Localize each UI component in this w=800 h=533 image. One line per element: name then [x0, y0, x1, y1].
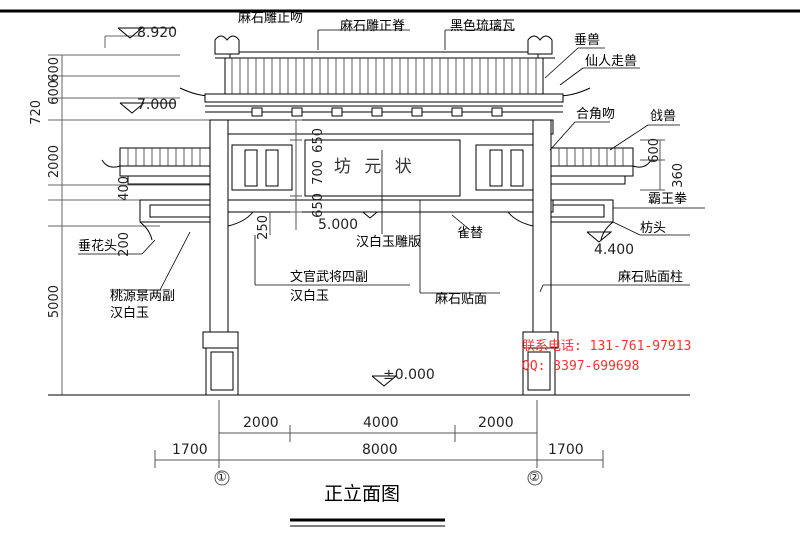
label-queti: 雀替 [457, 226, 484, 241]
dim-400: 400 [117, 176, 132, 201]
main-roof [179, 35, 591, 117]
leader-lines [78, 29, 705, 294]
label-mashi-zhu: 麻石贴面柱 [618, 270, 684, 285]
label-taoyuan-1: 桃源景两副 [110, 289, 176, 304]
elevation-top: 8.920 [137, 25, 178, 41]
dim-720: 720 [29, 100, 44, 125]
elevation-eave: 7.000 [137, 97, 178, 113]
plaque-text: 坊 元 状 [334, 157, 416, 177]
contact-qq: QQ: 3397-699698 [522, 359, 640, 374]
dim-650-a: 650 [311, 128, 326, 153]
label-wenguan-2: 汉白玉 [290, 289, 330, 304]
label-fangtou: 枋头 [640, 221, 667, 236]
dim-bottom-2000-left: 2000 [243, 415, 279, 431]
dim-5000: 5000 [47, 285, 62, 319]
label-hanbaiyu-board: 汉白玉雕版 [356, 235, 422, 250]
elevation-beam: 5.000 [318, 217, 359, 233]
label-wenguan-1: 文官武将四副 [290, 270, 369, 285]
drawing-title: 正立面图 [324, 483, 401, 505]
label-chuihuatou: 垂花头 [78, 239, 118, 254]
dim-360-right: 360 [671, 163, 686, 188]
right-dimension-lines [640, 139, 665, 191]
label-chiwen-top: 麻石雕止吻 [238, 11, 304, 26]
dim-600-a: 600 [47, 57, 62, 82]
dim-650-b: 650 [311, 193, 326, 218]
dim-bottom-8000: 8000 [362, 442, 398, 458]
middle-dimension-lines [269, 119, 302, 235]
right-side-roof [542, 147, 652, 223]
queti-brackets [139, 211, 614, 241]
axis-2: ② [529, 470, 540, 484]
axis-1: ① [216, 470, 227, 484]
plaque-frame [304, 139, 461, 197]
columns [202, 119, 559, 396]
dim-bottom-4000: 4000 [363, 415, 399, 431]
dim-bottom-1700-left: 1700 [172, 442, 208, 458]
dim-200: 200 [117, 232, 132, 257]
label-main-ridge: 麻石雕正脊 [340, 19, 406, 34]
dim-600-right: 600 [647, 138, 662, 163]
label-taoyuan-2: 汉白玉 [110, 306, 150, 321]
dim-2000: 2000 [47, 145, 62, 179]
left-side-roof [101, 147, 211, 223]
dim-bottom-2000-right: 2000 [478, 415, 514, 431]
contact-phone: 联系电话: 131-761-97913 [522, 339, 692, 354]
label-chuishou: 垂兽 [574, 33, 601, 48]
elevation-side: 4.400 [594, 242, 635, 258]
dim-bottom-1700-right: 1700 [548, 442, 584, 458]
dim-700: 700 [311, 160, 326, 185]
label-qiangshou: 戗兽 [650, 109, 677, 124]
elevation-ground: ±0.000 [383, 367, 435, 383]
label-bawangquan: 霸王拳 [648, 192, 688, 207]
label-hejiao: 合角吻 [576, 107, 616, 122]
label-xianren: 仙人走兽 [585, 54, 638, 69]
dim-250: 250 [256, 215, 271, 240]
bottom-dimension-lines [154, 400, 604, 486]
label-glazed-tile: 黑色琉璃瓦 [450, 19, 516, 34]
title-underline [290, 518, 445, 527]
dim-600-b: 600 [47, 80, 62, 105]
label-mashi-tiemian: 麻石贴面 [435, 292, 488, 307]
